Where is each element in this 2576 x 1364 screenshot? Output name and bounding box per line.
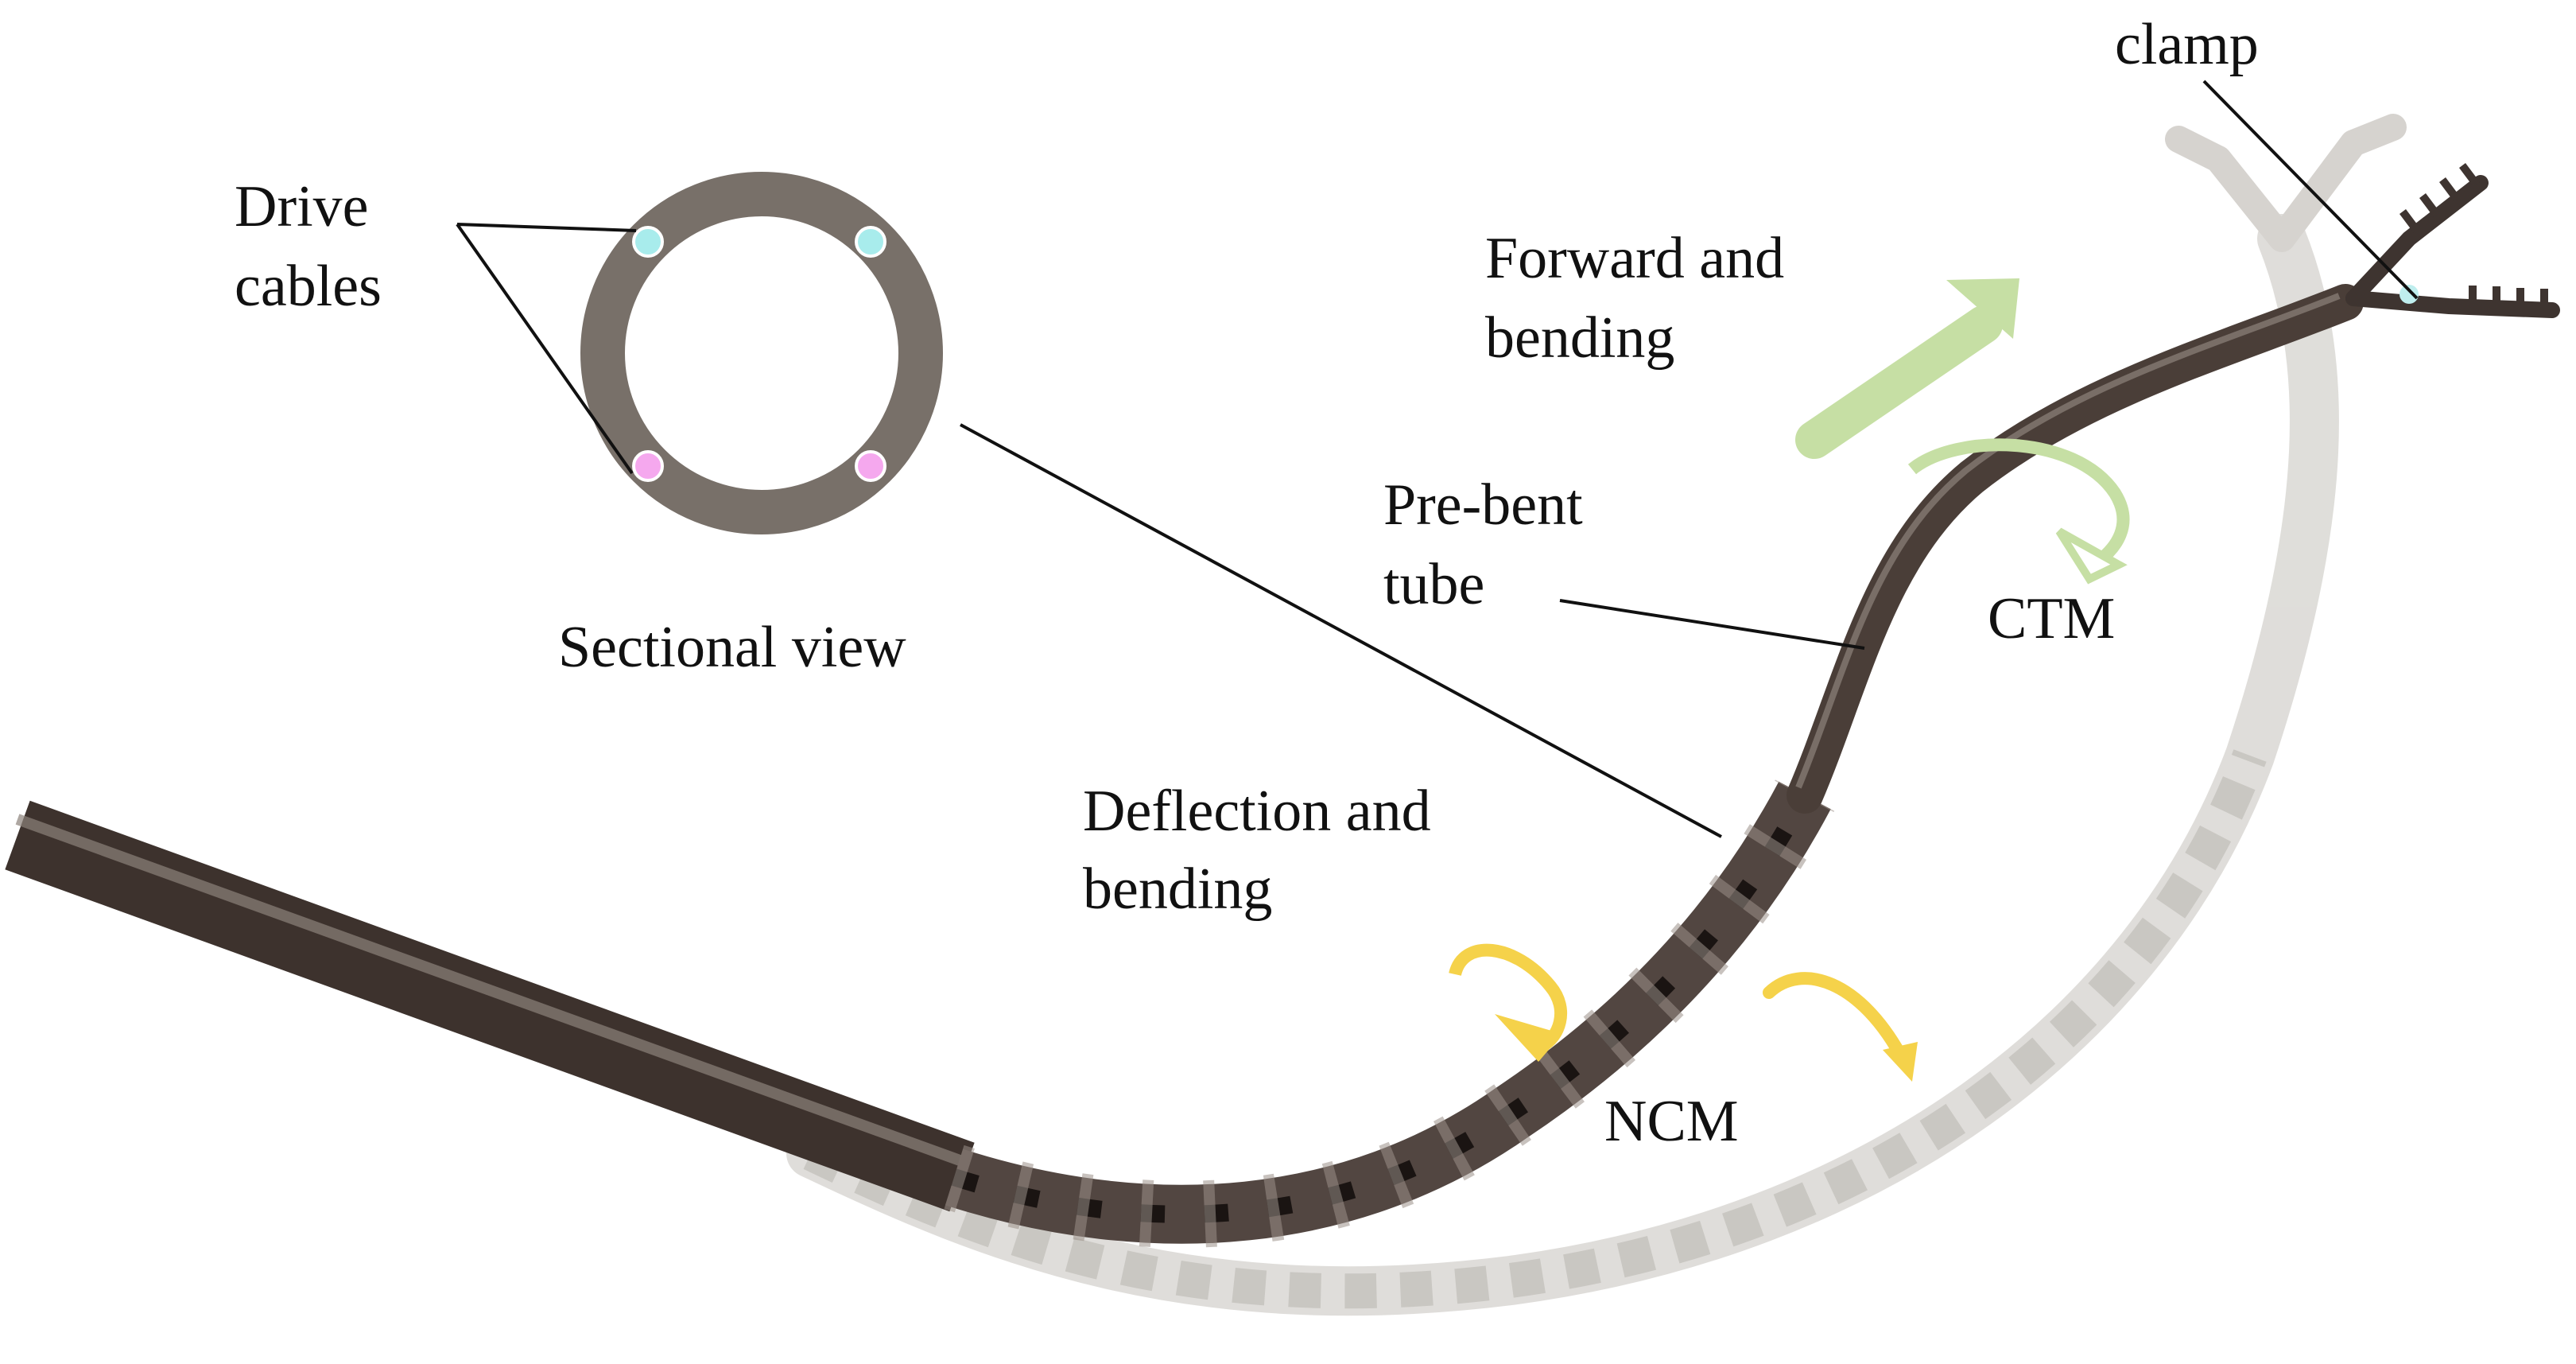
- ncm-body: [945, 781, 1831, 1244]
- ctm-arrow-head: [2055, 527, 2128, 585]
- label-drive-cables-2: cables: [235, 254, 382, 319]
- section-ring: [580, 172, 943, 534]
- label-forward-bending-2: bending: [1485, 305, 1675, 371]
- main-shaft: [5, 800, 975, 1212]
- forward-arrow-head: [1946, 278, 2019, 339]
- leader-pre-bent: [1559, 599, 1865, 650]
- ghost-tube: [786, 114, 2407, 1316]
- clamp-jaw-lower: [2345, 290, 2560, 318]
- label-forward-bending-1: Forward and: [1485, 226, 1785, 291]
- clamp-teeth: [2399, 163, 2548, 309]
- label-clamp: clamp: [2115, 12, 2259, 77]
- label-deflection-1: Deflection and: [1083, 779, 1431, 844]
- label-ctm: CTM: [1988, 586, 2116, 651]
- ghost-clamp: [2165, 114, 2407, 252]
- ncm-arrow-left-head: [1495, 1014, 1562, 1062]
- label-pre-bent-1: Pre-bent: [1383, 472, 1583, 538]
- sectional-view: [580, 172, 943, 534]
- pre-bent-tube: [1787, 284, 2364, 814]
- ncm-arrow-right: [1763, 972, 1911, 1068]
- label-ncm: NCM: [1604, 1089, 1739, 1154]
- drive-cable-pink-left: [632, 450, 664, 482]
- clamp-tool: [2345, 163, 2560, 318]
- drive-cable-cyan-right: [855, 226, 886, 258]
- pre-bent-tube-highlight: [1795, 293, 2341, 789]
- ncm-section: [944, 779, 1835, 1248]
- label-sectional-view: Sectional view: [558, 615, 906, 680]
- label-deflection-2: bending: [1083, 857, 1273, 922]
- leader-drive-cables: [456, 223, 637, 475]
- ncm-rotation-arrows: [1449, 943, 1918, 1082]
- ncm-arrow-right-head: [1883, 1042, 1918, 1082]
- clamp-jaw-upper: [2345, 175, 2489, 306]
- drive-cable-cyan-left: [632, 226, 664, 258]
- ctm-rotation-arrow: [1907, 438, 2130, 585]
- leader-clamp: [2202, 80, 2419, 300]
- clamp-pivot: [2399, 285, 2419, 304]
- forward-arrow-shaft: [1795, 305, 2003, 459]
- ghost-tube-segments: [803, 749, 2267, 1309]
- leader-lines: [456, 80, 2419, 838]
- label-drive-cables-1: Drive: [235, 174, 369, 239]
- drive-cable-pink-right: [855, 450, 886, 482]
- leader-section: [960, 423, 1722, 838]
- ncm-arrow-left: [1449, 943, 1568, 1052]
- label-pre-bent-2: tube: [1383, 552, 1485, 617]
- main-shaft-highlight: [15, 814, 964, 1167]
- ctm-arrow-body: [1907, 438, 2130, 566]
- forward-arrow: [1795, 278, 2019, 459]
